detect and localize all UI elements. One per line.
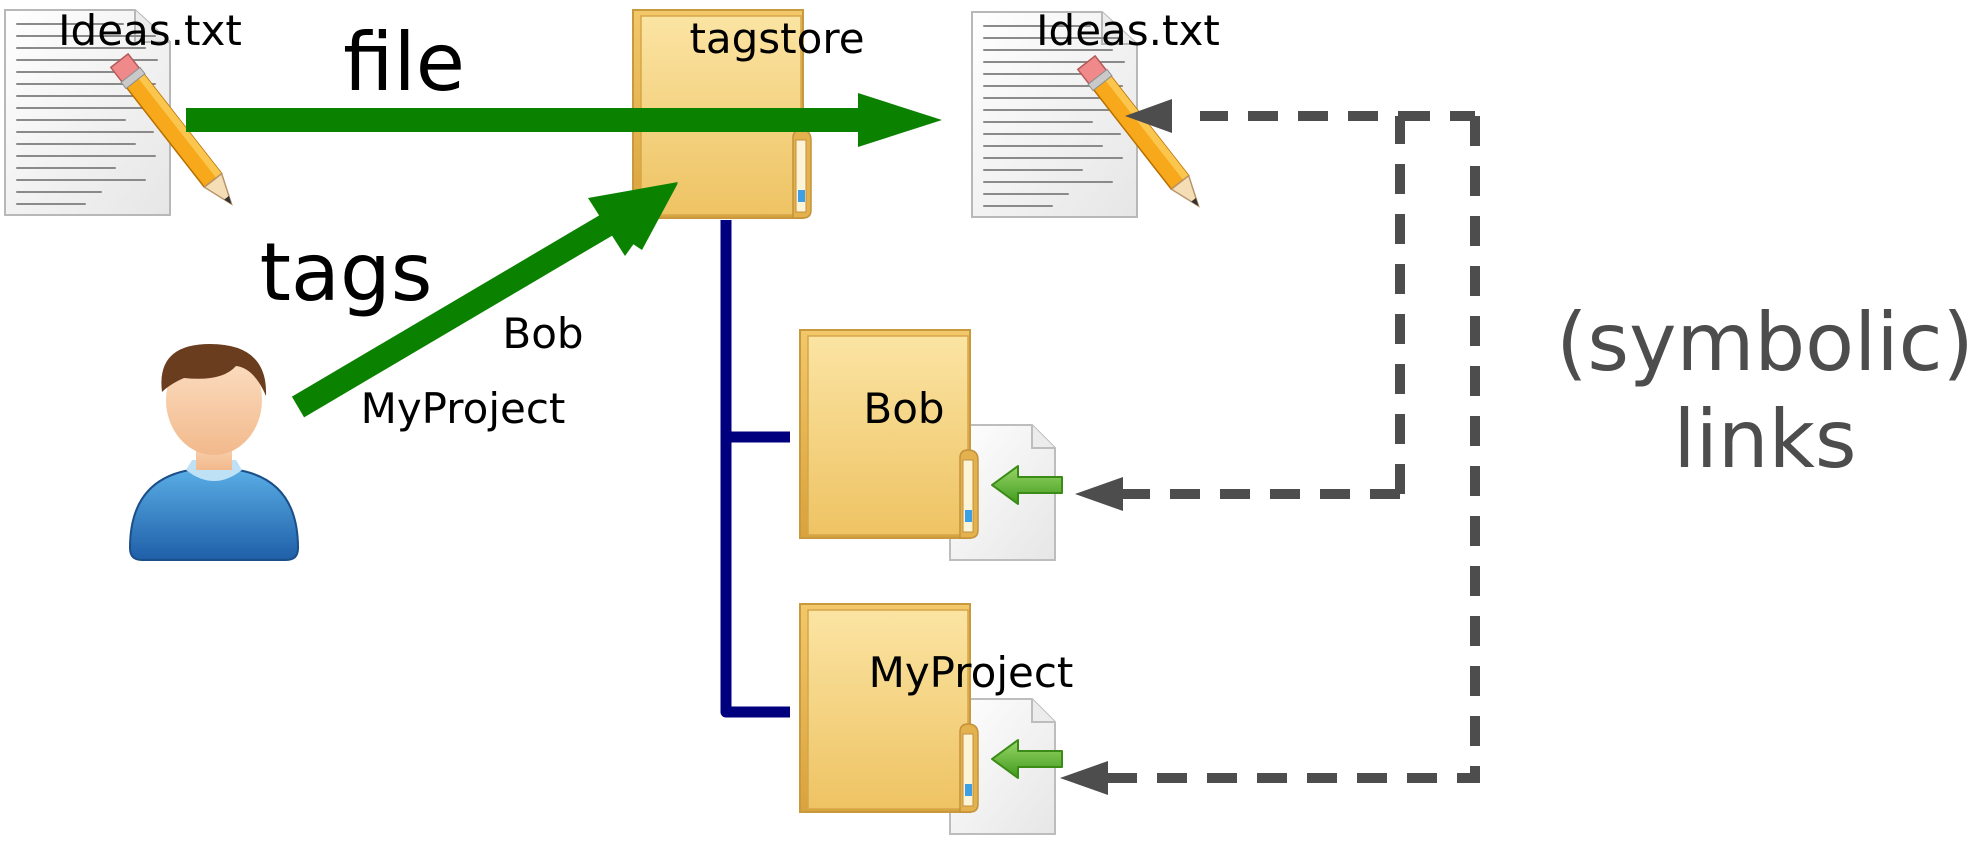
file-arrow-shaft [186, 108, 866, 132]
link-line-myproject [1085, 116, 1480, 783]
target-file: Ideas.txt [971, 6, 1220, 218]
symbolic-links-label-line2: links [1673, 393, 1856, 486]
user-avatar-icon [128, 344, 300, 561]
file-arrow-head [858, 93, 942, 147]
tag-folder-bob-label: Bob [863, 384, 944, 433]
tag-folder-myproject: MyProject [800, 604, 1073, 834]
file-arrow-label: file [343, 16, 465, 109]
tag-folder-myproject-label: MyProject [869, 648, 1074, 697]
link-arrowhead-bob [1075, 477, 1123, 511]
file-arrow [186, 93, 942, 147]
source-file-name: Ideas.txt [58, 6, 242, 55]
tags-arrow-label: tags [260, 226, 433, 319]
tagstore-label: tagstore [689, 14, 864, 63]
tags-arrow-head-outline [588, 182, 678, 256]
tree-trunk-line [720, 220, 790, 718]
link-arrowhead-myproject [1060, 761, 1108, 795]
link-arrowhead-file [1125, 99, 1172, 133]
link-line-bob [1200, 111, 1405, 494]
folder-with-link-icon [800, 330, 1062, 560]
source-file: Ideas.txt [4, 6, 242, 216]
symbolic-link-arrowheads [1060, 99, 1172, 795]
user-tag-bob: Bob [502, 309, 583, 358]
tag-folder-bob: Bob [800, 330, 1062, 560]
symbolic-link-lines [1085, 111, 1480, 783]
tagstore-folder: tagstore [632, 9, 865, 219]
symbolic-links-label-line1: (symbolic) [1556, 296, 1968, 389]
user-tag-myproject: MyProject [361, 384, 566, 433]
tags-arrow [291, 182, 678, 418]
target-file-name: Ideas.txt [1036, 6, 1220, 55]
tree-connector [720, 220, 790, 718]
tags-arrow-shaft [291, 199, 639, 418]
folder-with-link-icon [800, 604, 1062, 834]
